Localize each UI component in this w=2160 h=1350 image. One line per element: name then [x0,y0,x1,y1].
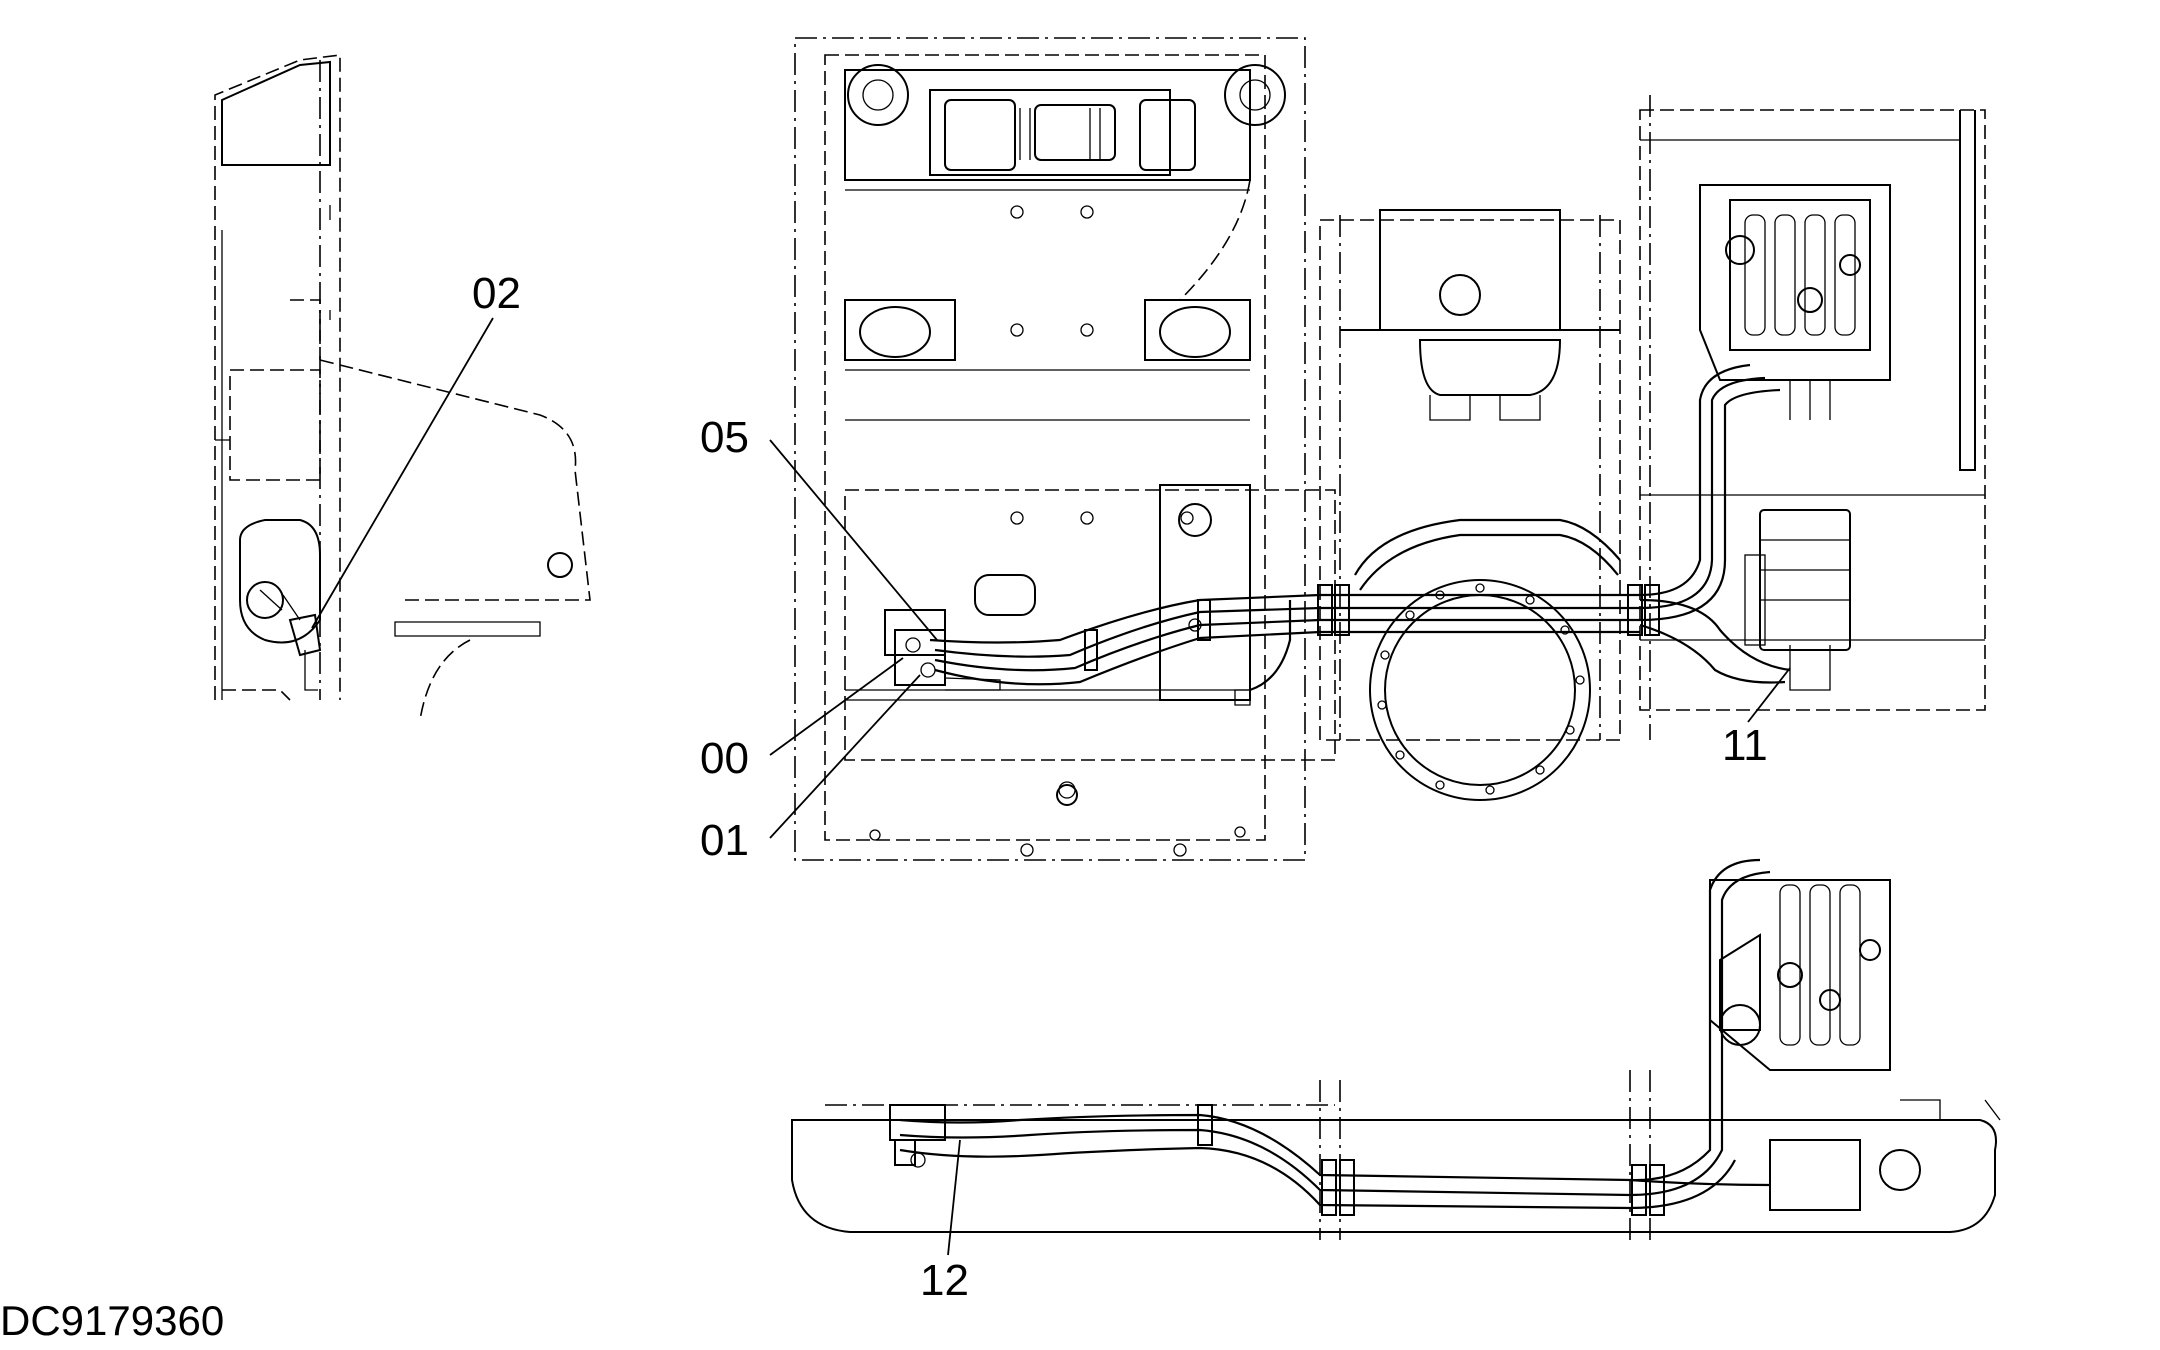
leader-00 [769,657,904,756]
leader-05 [769,439,938,641]
callout-leaders [311,317,1791,1256]
document-id: DC9179360 [0,1297,224,1344]
leader-11 [1747,667,1791,723]
bolt-holes [869,205,1246,857]
callout-label-00: 00 [700,734,749,783]
hose-clamps [1084,584,1660,671]
callout-label-01: 01 [700,816,749,865]
callout-label-11: 11 [1722,721,1768,770]
side-view-panel [214,54,591,721]
lower-hose-clamps [1197,1104,1665,1216]
callout-label-02: 02 [472,269,521,318]
swing-bearing-section [1319,209,1621,801]
lower-valve-spools [1777,884,1881,1046]
bearing-bolt-ring [1377,583,1585,795]
leader-02 [311,317,494,629]
valve-spools [1725,214,1861,336]
hose-bundle [894,363,1791,692]
leader-12 [947,1139,961,1256]
leader-01 [769,674,921,839]
callout-label-05: 05 [700,413,749,462]
upper-frame-top-view [794,37,1336,861]
control-valve-assembly [1639,95,1986,740]
lower-side-view [791,858,2001,1240]
callout-label-12: 12 [920,1256,969,1305]
